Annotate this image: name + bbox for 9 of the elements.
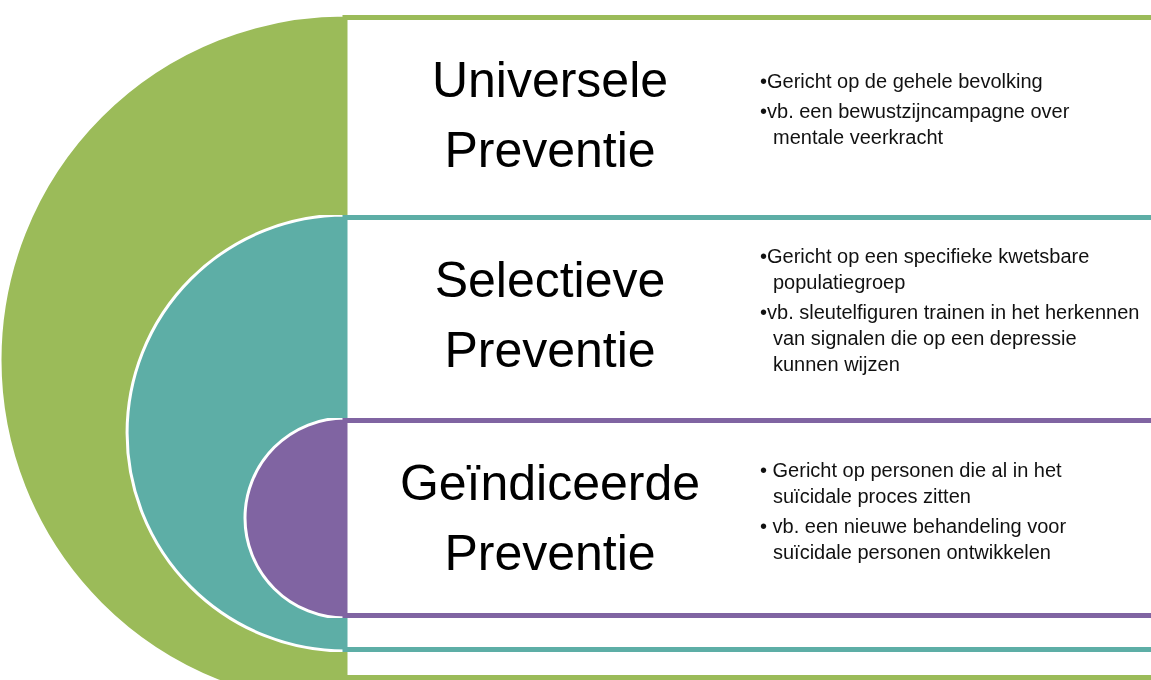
bullet-text: •vb. sleutelfiguren trainen in het herkennen van signalen die op een depressie kunnen wijzen [760,300,1141,377]
band-title: Universele Preventie [430,51,670,180]
bullet-text: •Gericht op een specifieke kwetsbare populatiegroep [760,244,1091,295]
band-title: Selectieve Preventie [433,251,667,380]
bullet-text: •vb. een bewustzijncampagne over mentale veerkracht [760,99,1071,150]
bullet-text: • vb. een nieuwe behandeling voor suïcidale personen ontwikkelen [760,514,1068,565]
band-title: Geïndiceerde Preventie [398,454,702,583]
bullet-text: •Gericht op de gehele bevolking [760,69,1044,94]
bullet-text: • Gericht op personen die al in het suïcidale proces zitten [760,458,1063,509]
